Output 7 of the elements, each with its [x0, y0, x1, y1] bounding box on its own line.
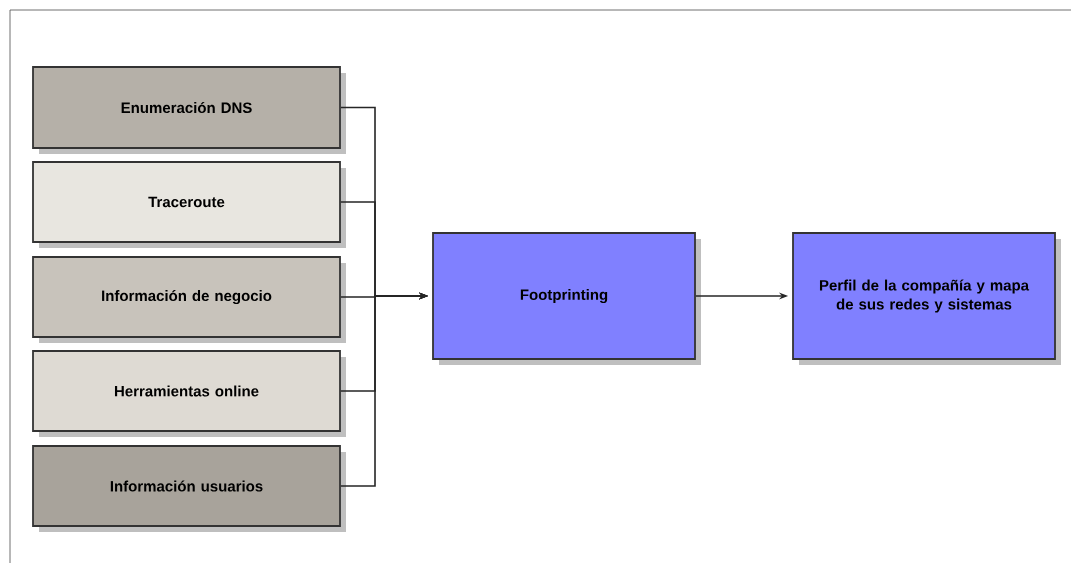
source-box: Traceroute	[32, 161, 346, 248]
source-box: Información de negocio	[32, 256, 346, 343]
source-box: Información usuarios	[32, 445, 346, 532]
source-box: Herramientas online	[32, 350, 346, 437]
process-box: Perfil de la compañía y mapa de sus redes y sistemas	[792, 232, 1061, 365]
process-box: Footprinting	[432, 232, 701, 365]
source-box: Enumeración DNS	[32, 66, 346, 154]
